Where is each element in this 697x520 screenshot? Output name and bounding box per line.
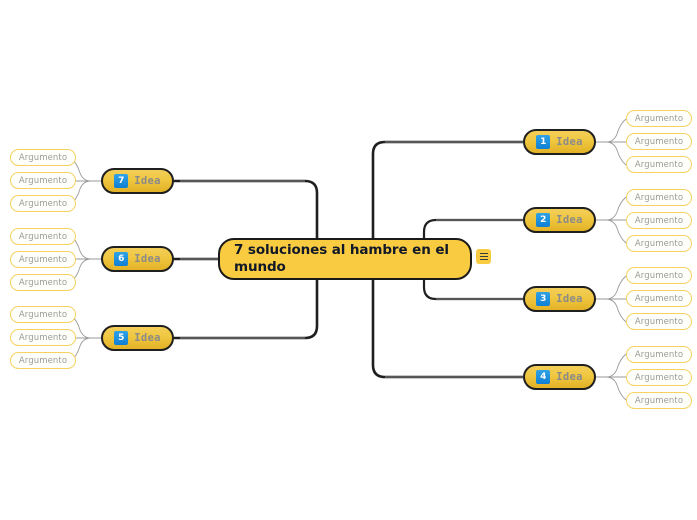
idea-node-4[interactable]: 4 Idea [523, 364, 596, 390]
argument-node-label: Argumento [634, 238, 684, 249]
idea-node-label: Idea [134, 332, 161, 344]
hamburger-line [479, 259, 488, 261]
fan-2-c [596, 219, 627, 244]
argument-node-label: Argumento [634, 293, 684, 304]
argument-node[interactable]: Argumento [626, 313, 692, 330]
idea-node-label: Idea [556, 214, 583, 226]
argument-node-label: Argumento [18, 355, 68, 366]
argument-node[interactable]: Argumento [626, 133, 692, 150]
argument-node[interactable]: Argumento [626, 369, 692, 386]
argument-node-label: Argumento [18, 332, 68, 343]
argument-node-label: Argumento [18, 175, 68, 186]
argument-node-label: Argumento [18, 309, 68, 320]
argument-node[interactable]: Argumento [626, 189, 692, 206]
idea-node-2[interactable]: 2 Idea [523, 207, 596, 233]
trunk-left-lower [174, 259, 319, 340]
argument-node[interactable]: Argumento [10, 352, 76, 369]
argument-node-label: Argumento [634, 159, 684, 170]
fan-4-c [596, 376, 627, 401]
argument-node-label: Argumento [18, 152, 68, 163]
argument-node-label: Argumento [634, 136, 684, 147]
root-node-label: 7 soluciones al hambre en el mundo [234, 242, 449, 275]
argument-node-label: Argumento [634, 113, 684, 124]
argument-node-label: Argumento [634, 192, 684, 203]
fan-6-c [70, 258, 101, 283]
hamburger-icon[interactable] [476, 249, 491, 264]
idea-node-label: Idea [556, 136, 583, 148]
argument-node[interactable]: Argumento [10, 195, 76, 212]
hamburger-line [479, 255, 488, 258]
idea-number-badge: 6 [114, 252, 129, 266]
idea-node-3[interactable]: 3 Idea [523, 286, 596, 312]
idea-number-badge: 1 [536, 135, 551, 149]
idea-node-label: Idea [134, 253, 161, 265]
idea-node-label: Idea [134, 175, 161, 187]
hamburger-line [479, 252, 488, 254]
argument-node-label: Argumento [634, 349, 684, 360]
argument-node-label: Argumento [18, 277, 68, 288]
idea-node-label: Idea [556, 371, 583, 383]
argument-node[interactable]: Argumento [626, 212, 692, 229]
argument-node-label: Argumento [18, 198, 68, 209]
trunk-right-idea2 [422, 218, 523, 259]
trunk-right [371, 140, 523, 259]
idea-number-badge: 3 [536, 292, 551, 306]
fan-4-a [596, 353, 627, 378]
argument-node[interactable]: Argumento [626, 267, 692, 284]
argument-node[interactable]: Argumento [626, 290, 692, 307]
fan-3-c [596, 298, 627, 323]
argument-node[interactable]: Argumento [10, 274, 76, 291]
argument-node-label: Argumento [634, 372, 684, 383]
argument-node[interactable]: Argumento [10, 329, 76, 346]
argument-node[interactable]: Argumento [626, 346, 692, 363]
argument-node-label: Argumento [634, 270, 684, 281]
fan-1-a [596, 118, 627, 143]
trunk-right-idea3 [422, 259, 523, 301]
argument-node[interactable]: Argumento [626, 110, 692, 127]
argument-node[interactable]: Argumento [10, 306, 76, 323]
idea-node-5[interactable]: 5 Idea [101, 325, 174, 351]
fan-1-c [596, 141, 627, 166]
idea-node-1[interactable]: 1 Idea [523, 129, 596, 155]
trunk-right-lower [371, 259, 523, 379]
fan-2-a [596, 196, 627, 221]
idea-number-badge: 7 [114, 174, 129, 188]
argument-node-label: Argumento [634, 395, 684, 406]
argument-node[interactable]: Argumento [626, 392, 692, 409]
trunk-left-upper [174, 179, 319, 259]
fan-3-a [596, 275, 627, 300]
argument-node[interactable]: Argumento [10, 149, 76, 166]
idea-node-6[interactable]: 6 Idea [101, 246, 174, 272]
argument-node-label: Argumento [18, 254, 68, 265]
root-node[interactable]: 7 soluciones al hambre en el mundo [218, 238, 472, 280]
argument-node-label: Argumento [18, 231, 68, 242]
argument-node[interactable]: Argumento [10, 251, 76, 268]
idea-node-7[interactable]: 7 Idea [101, 168, 174, 194]
argument-node[interactable]: Argumento [10, 228, 76, 245]
idea-number-badge: 5 [114, 331, 129, 345]
argument-node[interactable]: Argumento [626, 235, 692, 252]
argument-node[interactable]: Argumento [626, 156, 692, 173]
fan-6-a [70, 235, 101, 260]
idea-node-label: Idea [556, 293, 583, 305]
idea-number-badge: 2 [536, 213, 551, 227]
argument-node-label: Argumento [634, 316, 684, 327]
argument-node-label: Argumento [634, 215, 684, 226]
argument-node[interactable]: Argumento [10, 172, 76, 189]
idea-number-badge: 4 [536, 370, 551, 384]
